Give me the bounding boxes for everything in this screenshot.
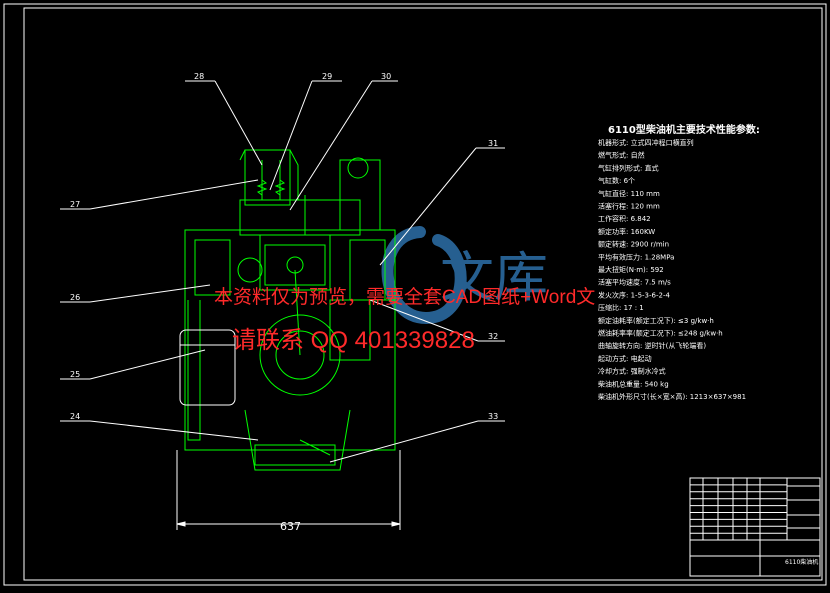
oil-pan-sump — [254, 444, 336, 466]
oil-filter — [179, 329, 236, 406]
outer-border — [3, 3, 827, 586]
title-block-rows — [690, 484, 787, 534]
spec-row: 柴油机总重量: 540 kg — [598, 379, 669, 388]
logo-watermark: 文库 — [381, 226, 548, 325]
width-dimension — [176, 450, 401, 530]
spec-row: 柴油机外形尺寸(长×宽×高): 1213×637×981 — [598, 392, 746, 401]
spec-row: 燃气形式: 自然 — [598, 151, 645, 160]
oil-pan — [244, 409, 351, 471]
spec-row: 最大扭矩(N·m): 592 — [598, 265, 664, 274]
callout-24: 24 — [70, 412, 80, 421]
logo-text: 文库 — [440, 246, 548, 309]
callout-28: 28 — [194, 72, 204, 81]
crank-throw — [275, 330, 325, 380]
spec-row: 机器形式: 立式四冲程口横直列 — [598, 138, 694, 147]
callout-26: 26 — [70, 293, 80, 302]
spec-row: 额定油耗率(额定工况下): ≤3 g/kw·h — [598, 316, 714, 325]
callout-32: 32 — [488, 332, 498, 341]
fuel-pump-housing — [339, 159, 381, 231]
dimension-label: 637 — [280, 520, 301, 533]
spec-row: 活塞行程: 120 mm — [598, 202, 660, 211]
block-left-wall — [187, 300, 201, 441]
callout-30: 30 — [381, 72, 391, 81]
spec-row: 额定转速: 2900 r/min — [598, 240, 669, 249]
spec-row: 压缩比: 17 : 1 — [598, 303, 644, 312]
oil-pickup — [299, 439, 331, 456]
callout-29: 29 — [322, 72, 332, 81]
spec-row: 起动方式: 电起动 — [598, 354, 652, 363]
spec-row: 气缸排列形式: 直式 — [598, 163, 659, 172]
spec-row: 平均有效压力: 1.28MPa — [598, 252, 674, 261]
callout-33: 33 — [488, 412, 498, 421]
spec-row: 燃油耗率率(额定工况下): ≤248 g/kw·h — [598, 329, 723, 338]
leader-lines — [60, 80, 505, 463]
spec-row: 冷却方式: 强制水冷式 — [598, 367, 666, 376]
valve-spring-right — [274, 179, 286, 196]
callout-27: 27 — [70, 200, 80, 209]
inner-border — [23, 7, 823, 581]
spec-row: 气缸直径: 110 mm — [598, 189, 660, 198]
watermark-line-1: 本资料仅为预览，需要全套CAD图纸+Word文 — [214, 287, 596, 308]
callout-31: 31 — [488, 139, 498, 148]
rocker-cover — [244, 149, 291, 206]
connecting-rod — [294, 269, 301, 356]
title-block — [689, 477, 821, 577]
callout-25: 25 — [70, 370, 80, 379]
spec-row: 曲轴旋转方向: 逆时针(从飞轮端看) — [598, 341, 706, 350]
engine-cross-section — [184, 149, 396, 471]
drawing-name: 6110柴油机 — [785, 558, 818, 566]
side-housing — [329, 299, 371, 361]
callout-labels: 28 29 30 31 27 26 25 24 32 33 — [70, 72, 498, 421]
block-right-wall — [370, 299, 396, 450]
valve-spring-left — [256, 179, 268, 196]
head-cap — [239, 149, 299, 200]
crankcase-curve — [259, 314, 341, 396]
watermark-line-2: 请联系 QQ 401339828 — [232, 327, 475, 354]
spec-row: 活塞平均速度: 7.5 m/s — [598, 278, 671, 287]
spec-title: 6110型柴油机主要技术性能参数: — [608, 123, 760, 136]
piston — [264, 244, 326, 286]
fuel-pump-gear — [347, 157, 369, 179]
camshaft — [237, 257, 263, 283]
spec-row: 额定功率: 160KW — [598, 227, 655, 236]
spec-row: 气缸数: 6个 — [598, 176, 635, 185]
spec-row: 工作容积: 6.842 — [598, 214, 651, 223]
spec-row: 发火次序: 1-5-3-6-2-4 — [598, 290, 670, 299]
intake-manifold — [194, 239, 231, 296]
logo-swirl-icon — [381, 226, 467, 325]
